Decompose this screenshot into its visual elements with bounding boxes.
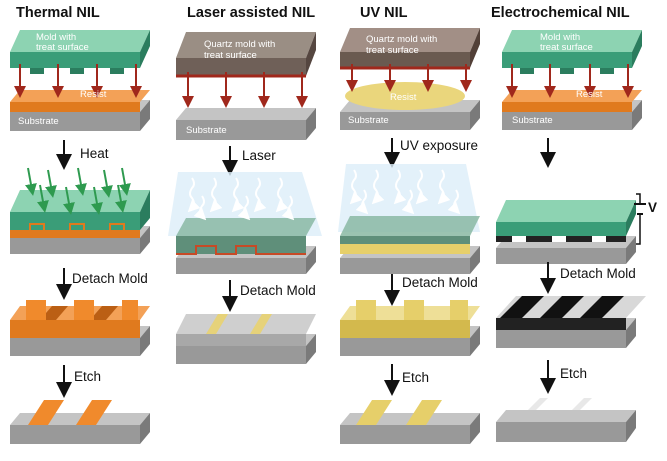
- uv-step-exposure: UV exposure: [400, 138, 479, 153]
- uv-exposure-stack: [338, 164, 480, 274]
- thermal-mold-label-line1: Mold with: [36, 32, 77, 43]
- title-thermal-nil: Thermal NIL: [16, 5, 100, 21]
- electrochemical-voltage-stack: [496, 193, 646, 264]
- electrochemical-substrate-label: Substrate: [512, 115, 553, 126]
- electrochemical-mold-label-line1: Mold with: [540, 32, 581, 43]
- uv-step-etch: Etch: [402, 370, 430, 385]
- thermal-substrate-label: Substrate: [18, 116, 59, 127]
- thermal-step-detach: Detach Mold: [72, 271, 148, 286]
- uv-substrate-label: Substrate: [348, 115, 389, 126]
- uv-resist-label: Resist: [390, 92, 417, 103]
- electrochemical-step-etch: Etch: [560, 366, 588, 381]
- thermal-step-heat: Heat: [80, 146, 109, 161]
- electrochemical-resist-label: Resist: [576, 89, 603, 100]
- column-electrochemical: [496, 30, 646, 442]
- thermal-initial-stack: [10, 30, 150, 131]
- thermal-mold-label-line2: treat surface: [36, 42, 89, 53]
- thermal-heated-stack: [10, 167, 150, 254]
- thermal-resist-label: Resist: [80, 89, 107, 100]
- column-uv: [338, 28, 480, 444]
- electrochemical-patterned: [496, 296, 646, 348]
- laser-step-laser: Laser: [242, 148, 276, 163]
- laser-mold-label-line1: Quartz mold with: [204, 39, 276, 50]
- electrochemical-voltage-label: V: [648, 200, 658, 215]
- thermal-etched: [10, 400, 150, 444]
- electrochemical-initial-stack: [502, 30, 642, 130]
- title-laser-assisted-nil: Laser assisted NIL: [187, 5, 316, 21]
- column-thermal: [10, 30, 150, 444]
- laser-substrate-label: Substrate: [186, 125, 227, 136]
- title-uv-nil: UV NIL: [360, 5, 408, 21]
- thermal-patterned-resist: [10, 300, 150, 356]
- uv-etched: [340, 400, 480, 444]
- uv-mold-label-line1: Quartz mold with: [366, 34, 438, 45]
- laser-step-detach: Detach Mold: [240, 283, 316, 298]
- laser-mold-label-line2: treat surface: [204, 50, 257, 61]
- uv-mold-label-line2: treat surface: [366, 45, 419, 56]
- electrochemical-step-detach: Detach Mold: [560, 266, 636, 281]
- title-electrochemical-nil: Electrochemical NIL: [491, 5, 630, 21]
- laser-exposure-stack: [168, 172, 322, 274]
- thermal-step-etch: Etch: [74, 369, 102, 384]
- uv-step-detach: Detach Mold: [402, 275, 478, 290]
- electrochemical-mold-label-line2: treat surface: [540, 42, 593, 53]
- laser-patterned: [176, 314, 316, 364]
- uv-initial-stack: [340, 28, 480, 130]
- column-laser: [168, 32, 322, 364]
- laser-initial-stack: [176, 32, 316, 140]
- uv-patterned-resist: [340, 300, 480, 356]
- electrochemical-etched: [496, 398, 636, 442]
